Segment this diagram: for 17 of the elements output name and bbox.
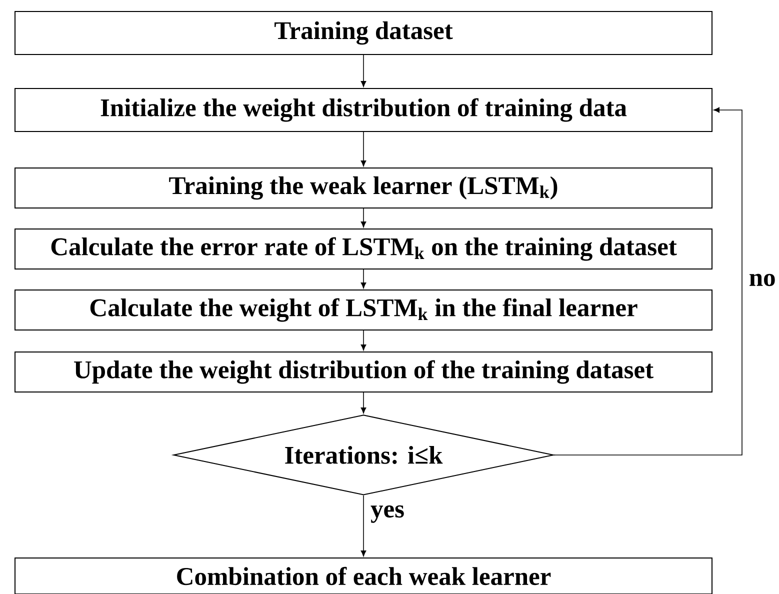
arrow bbox=[360, 208, 366, 228]
process-box: Update the weight distribution of the training dataset bbox=[14, 351, 712, 392]
arrow bbox=[360, 132, 366, 166]
process-box: Calculate the error rate of LSTM$_{k}$ on the training dataset bbox=[14, 228, 712, 270]
arrow bbox=[360, 54, 366, 87]
process-box: Training dataset bbox=[14, 11, 712, 55]
arrow bbox=[360, 392, 366, 414]
arrow bbox=[360, 330, 366, 350]
process-box: Initialize the weight distribution of training data bbox=[14, 88, 712, 132]
process-box: Training the weak learner (LSTM$_{k}$) bbox=[14, 168, 712, 208]
arrow bbox=[360, 495, 366, 556]
process-box: Combination of each weak learner bbox=[14, 557, 712, 594]
process-box: Calculate the weight of LSTM$_{k}$ in the final learner bbox=[14, 289, 712, 330]
arrow bbox=[554, 107, 742, 456]
edge-label: no bbox=[748, 272, 777, 288]
edge-label: yes bbox=[370, 504, 406, 524]
arrow bbox=[360, 269, 366, 288]
